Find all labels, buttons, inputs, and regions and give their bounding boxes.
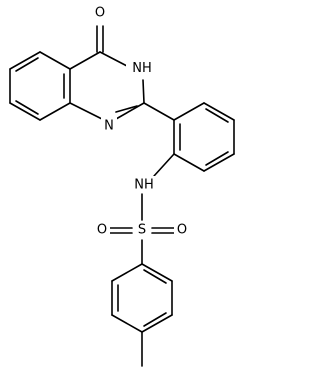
biaryl-bond (143, 102, 175, 121)
tolyl-ring (111, 263, 173, 333)
ring-n-lower-label: N (104, 119, 114, 134)
sulfur-label: S (138, 223, 146, 238)
ring-nh-h-text: H (142, 61, 152, 76)
carbonyl-oxygen-label: O (95, 6, 105, 21)
atom-labels: O NH N NH S O O (92, 5, 190, 238)
quinazolinone-pyrimidinone-ring (69, 25, 145, 120)
sulfonyl-oxygen-right-label: O (177, 223, 187, 238)
ring-n-upper-text: N (132, 61, 142, 76)
chemical-structure-diagram: O NH N NH S O O (9, 5, 235, 367)
sulfonyl-oxygen-left-label: O (97, 223, 107, 238)
quinazolinone-benzo-ring (9, 51, 71, 121)
amide-nh-label: NH (134, 178, 154, 193)
phenylene-ring (173, 102, 235, 172)
sulfonamide-group (109, 153, 175, 265)
ring-nh-label: NH (132, 61, 152, 76)
